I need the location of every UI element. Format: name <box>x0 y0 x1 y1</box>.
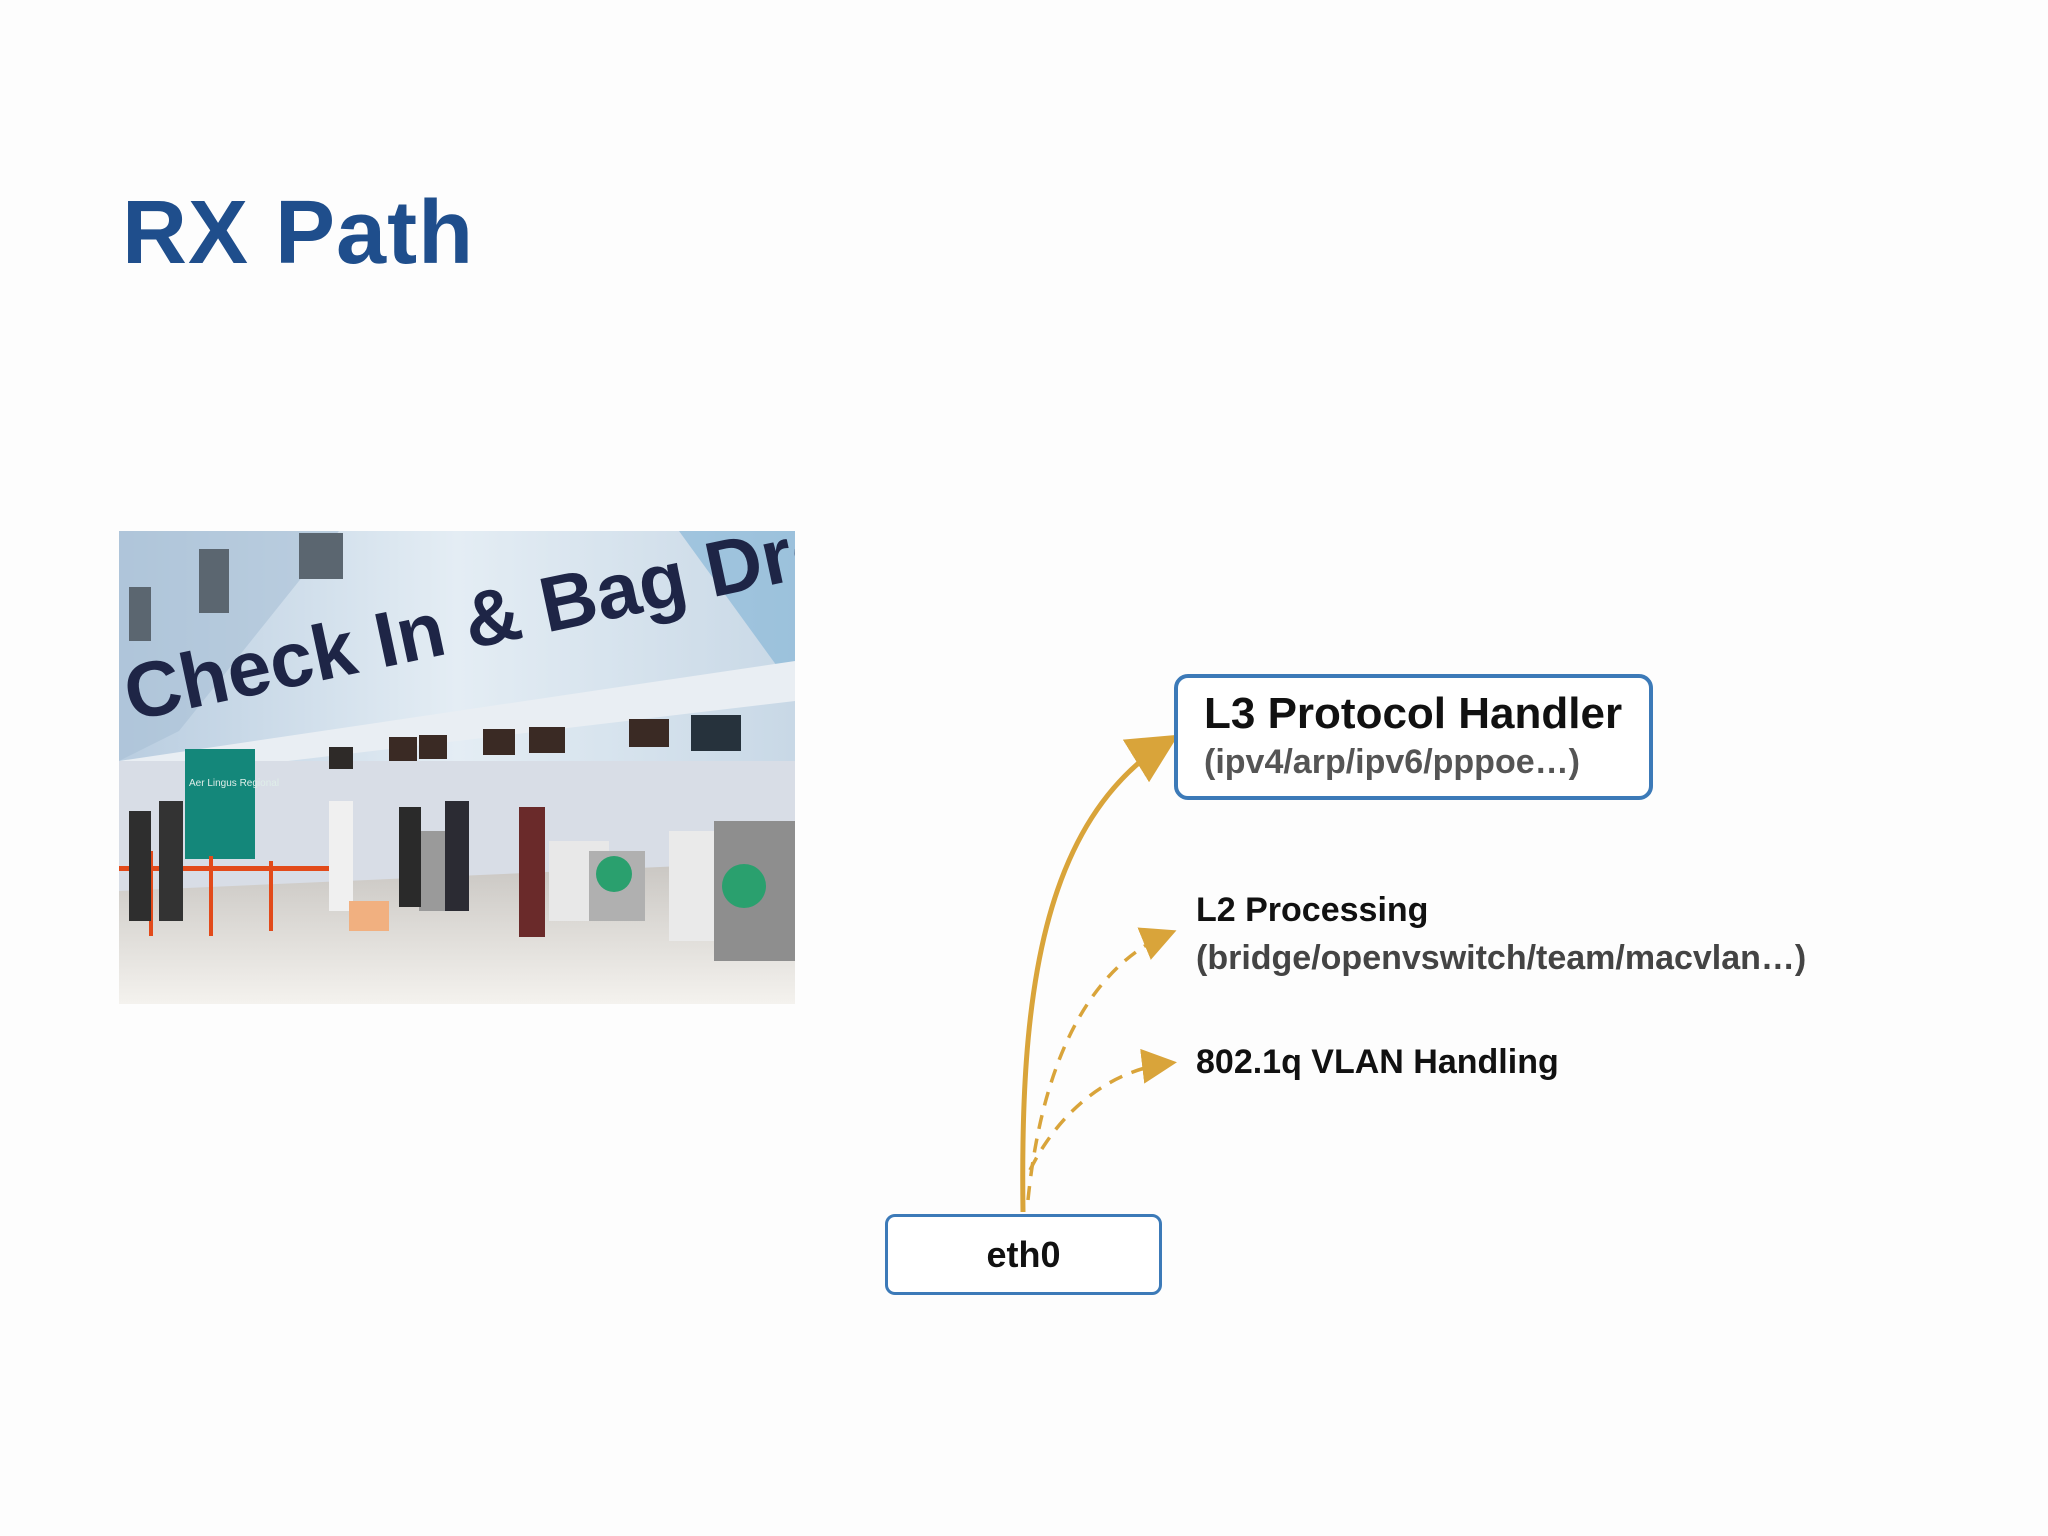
slide-title: RX Path <box>122 183 475 283</box>
photo-desk-sign-text: Aer Lingus Regional <box>189 778 279 789</box>
arrow-to-l2 <box>1026 927 1177 1201</box>
arrow-to-l3 <box>1020 734 1179 1213</box>
vlan-title: 802.1q VLAN Handling <box>1196 1043 1559 1081</box>
l3-title: L3 Protocol Handler <box>1204 689 1623 738</box>
check-in-photo: Check In & Bag Drop Aer Lingus Regional <box>119 531 795 1004</box>
l2-title: L2 Processing <box>1196 891 1429 929</box>
l2-processing-label: L2 Processing (bridge/openvswitch/team/m… <box>1196 887 1806 982</box>
l3-protocol-handler-box: L3 Protocol Handler (ipv4/arp/ipv6/pppoe… <box>1174 674 1653 800</box>
eth0-box: eth0 <box>885 1214 1162 1295</box>
arrow-to-vlan <box>1028 1048 1177 1171</box>
vlan-handling-label: 802.1q VLAN Handling <box>1196 1039 1559 1087</box>
eth0-label: eth0 <box>986 1233 1061 1275</box>
l2-subtitle: (bridge/openvswitch/team/macvlan…) <box>1196 938 1807 977</box>
l3-subtitle: (ipv4/arp/ipv6/pppoe…) <box>1204 742 1580 781</box>
